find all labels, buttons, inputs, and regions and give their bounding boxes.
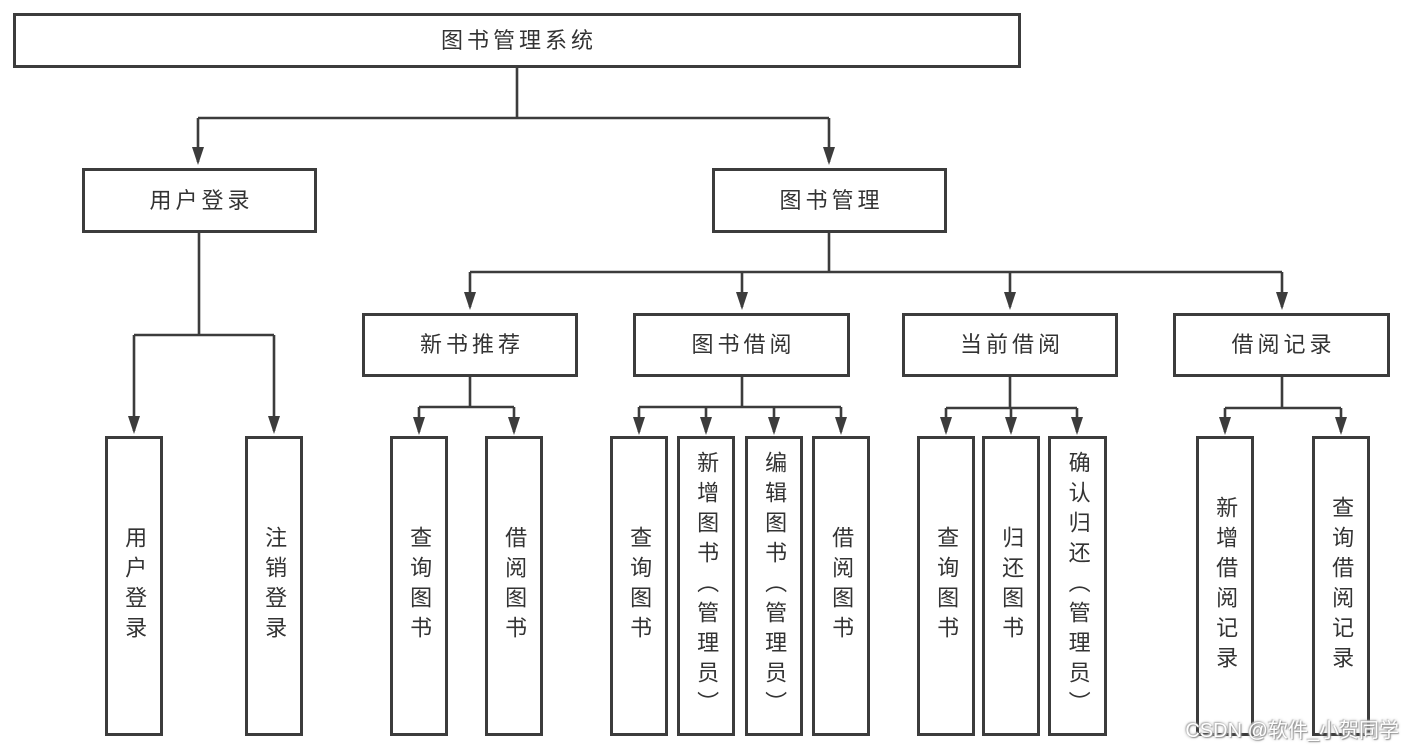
- leaf-current-query: 查询图书: [917, 436, 975, 736]
- leaf-newbook-borrow-label: 借阅图书: [502, 526, 528, 646]
- node-borrow-record: 借阅记录: [1173, 313, 1390, 377]
- leaf-current-query-label: 查询图书: [934, 526, 960, 646]
- node-borrow-record-label: 借阅记录: [1231, 332, 1336, 357]
- leaf-logout-label: 注销登录: [262, 526, 288, 646]
- node-book-management: 图书管理: [712, 168, 947, 233]
- node-user-login: 用户登录: [82, 168, 317, 233]
- leaf-newbook-query-label: 查询图书: [407, 526, 433, 646]
- leaf-user-login: 用户登录: [105, 436, 163, 736]
- node-new-book-recommend: 新书推荐: [362, 313, 578, 377]
- node-current-borrow: 当前借阅: [902, 313, 1118, 377]
- leaf-current-confirm-admin: 确认归还（管理员）: [1048, 436, 1107, 736]
- leaf-record-query: 查询借阅记录: [1312, 436, 1370, 736]
- leaf-borrow-borrow-label: 借阅图书: [829, 526, 855, 646]
- leaf-record-add-label: 新增借阅记录: [1213, 496, 1239, 676]
- node-current-borrow-label: 当前借阅: [959, 332, 1064, 357]
- leaf-newbook-query: 查询图书: [390, 436, 448, 736]
- leaf-borrow-add-admin: 新增图书（管理员）: [677, 436, 735, 736]
- leaf-record-query-label: 查询借阅记录: [1329, 496, 1355, 676]
- leaf-borrow-borrow: 借阅图书: [812, 436, 870, 736]
- leaf-borrow-query: 查询图书: [610, 436, 668, 736]
- leaf-borrow-query-label: 查询图书: [627, 526, 653, 646]
- leaf-current-confirm-admin-label: 确认归还（管理员）: [1065, 451, 1091, 721]
- leaf-newbook-borrow: 借阅图书: [485, 436, 543, 736]
- node-new-book-recommend-label: 新书推荐: [419, 332, 524, 357]
- csdn-watermark: CSDN @软件_小贺同学: [1185, 720, 1399, 742]
- leaf-borrow-edit-admin: 编辑图书（管理员）: [745, 436, 803, 736]
- node-book-borrow: 图书借阅: [633, 313, 850, 377]
- leaf-record-add: 新增借阅记录: [1196, 436, 1254, 736]
- leaf-borrow-edit-admin-label: 编辑图书（管理员）: [762, 451, 788, 721]
- node-root-label: 图书管理系统: [440, 27, 597, 53]
- leaf-logout: 注销登录: [245, 436, 303, 736]
- node-root: 图书管理系统: [13, 13, 1021, 68]
- node-user-login-label: 用户登录: [149, 187, 254, 213]
- leaf-borrow-add-admin-label: 新增图书（管理员）: [694, 451, 720, 721]
- leaf-user-login-label: 用户登录: [122, 526, 148, 646]
- node-book-borrow-label: 图书借阅: [691, 332, 796, 357]
- node-book-management-label: 图书管理: [779, 187, 884, 213]
- leaf-current-return-label: 归还图书: [999, 526, 1025, 646]
- leaf-current-return: 归还图书: [982, 436, 1040, 736]
